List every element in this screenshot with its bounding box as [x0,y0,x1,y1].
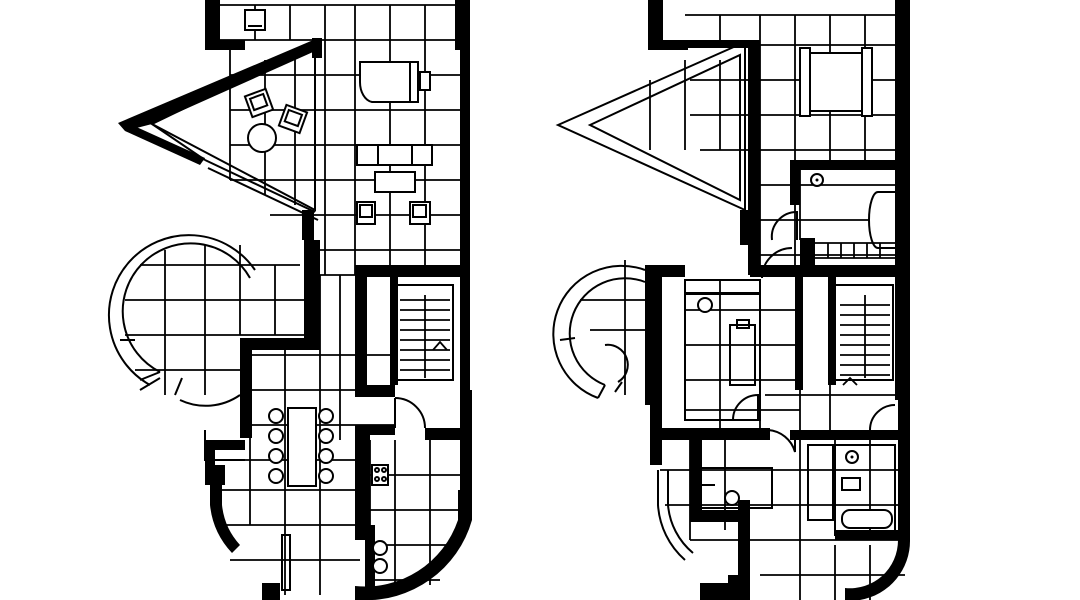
desk-set [356,144,433,225]
lounge-chairs [243,87,309,153]
bed-symbol [809,52,863,112]
toilet-symbol [697,297,713,313]
right-floor-plan [552,0,911,600]
bathtub-symbol-2 [841,509,893,529]
left-floor-plan [108,0,472,600]
right-walls [552,0,911,600]
left-walls [108,0,472,600]
bathtub-symbol [868,191,897,249]
sink-symbol-2 [724,490,740,506]
left-stairs [400,295,450,378]
kitchen-appliances [371,464,389,574]
bathtub-symbol [358,61,411,103]
right-stairs [840,295,890,386]
right-tile-grid [580,14,905,600]
left-furniture [243,9,433,591]
dining-table [268,407,334,487]
